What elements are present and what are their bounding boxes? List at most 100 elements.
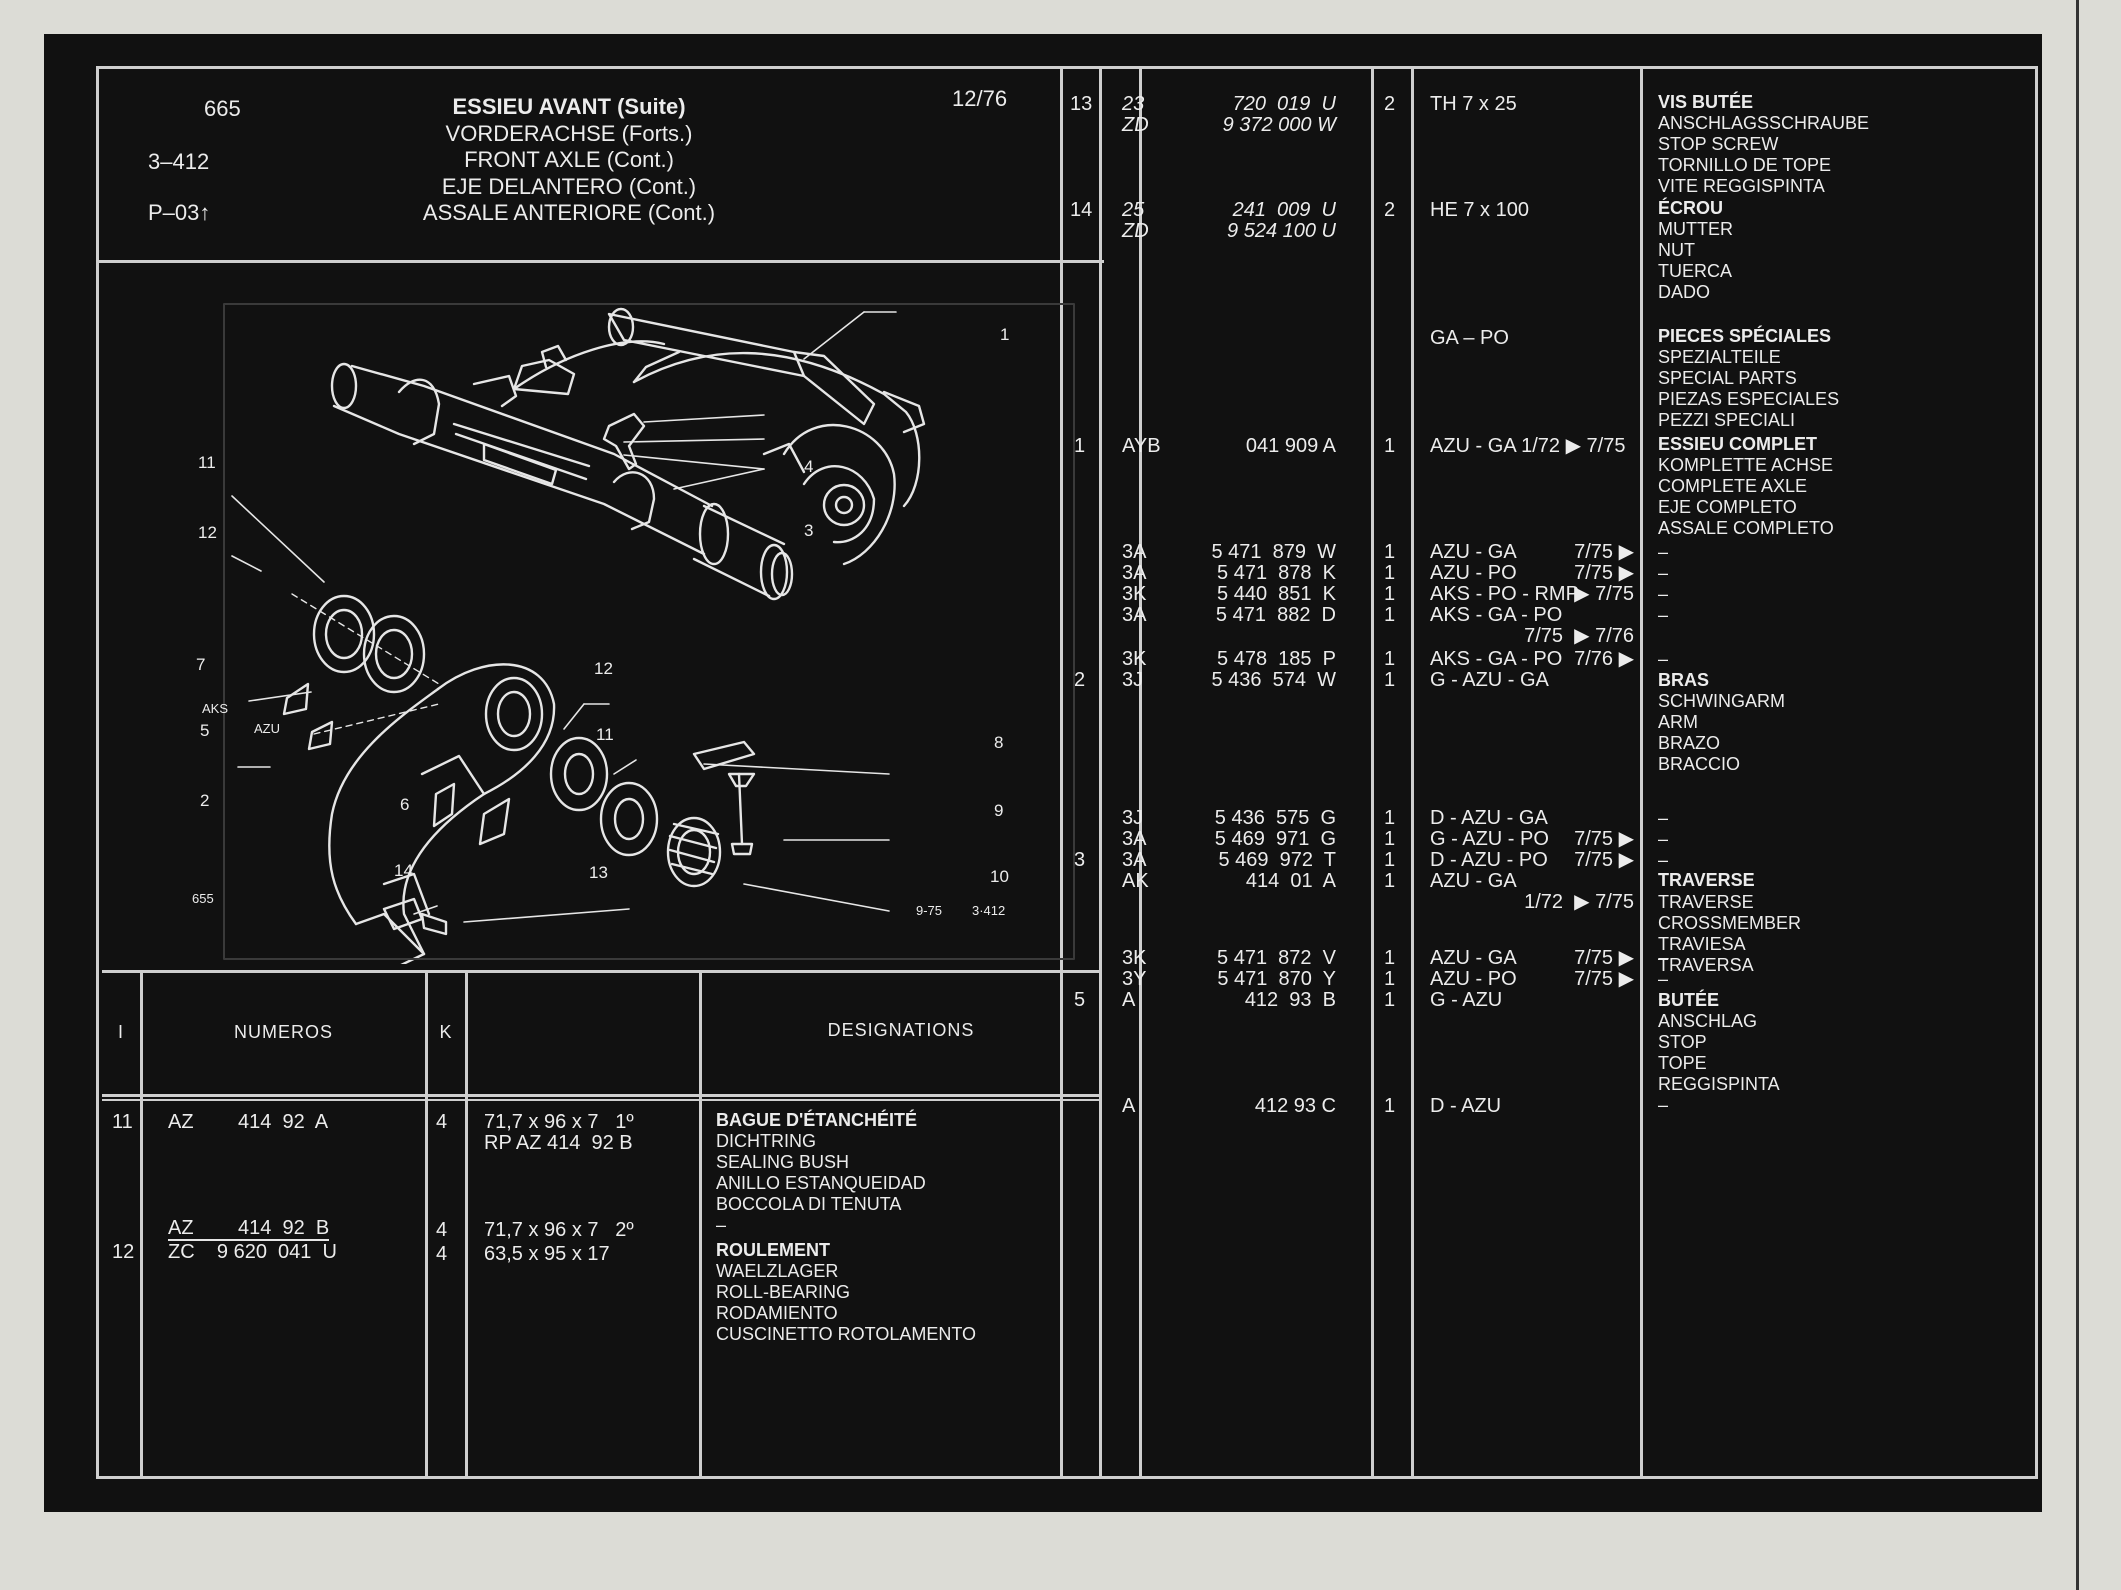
right-special-model: GA – PO [1430,327,1509,349]
right-row-13-code: 23 ZD [1122,93,1149,136]
right-row-14-index: 14 [1070,199,1093,221]
callout-5: 5 [200,721,210,740]
right-row-3-number: 5 436 575 G 5 469 971 G 5 469 972 T 414 … [1214,807,1336,892]
callout-9: 9 [994,801,1004,820]
callout-11-top: 12 [198,523,217,542]
callout-3: 3 [804,521,814,540]
col-header-numeros: NUMEROS [233,1022,333,1042]
right-row-2-index: 2 [1074,669,1086,691]
frame-right [2035,66,2038,1479]
title-fr: ESSIEU AVANT (Suite) [452,94,686,119]
left-row-11-numeros: AZ 414 92 A [168,1111,329,1133]
right-row-5-number: 5 471 872 V 5 471 870 Y 412 93 B [1217,947,1336,1011]
exploded-axle-diagram [223,303,1075,964]
right-variants-dates: 7/75 ▶ 7/75 ▶ ▶ 7/75 7/75 ▶ 7/76 [1524,541,1634,647]
callout-2: 2 [200,791,210,810]
swing-arm-drawing [328,663,556,964]
right-row-5-index: 5 [1074,989,1086,1011]
microfiche-card: 665 3–412 P–03↑ 12/76 ESSIEU AVANT (Suit… [44,34,2042,1512]
left-col-des [699,972,702,1478]
film-edge [2076,0,2079,1590]
callout-10: 10 [990,867,1009,886]
callout-8: 8 [994,733,1004,752]
right-row-2-dates: 7/76 ▶ [1574,648,1634,670]
sheet-label: P–03 [148,200,200,225]
callout-1: 1 [1000,325,1010,344]
frame-top [96,66,2038,69]
right-row-5-code: 3K 3Y A [1122,947,1147,1011]
right-row-1-k: 1 [1384,435,1396,457]
right-row-2-title: BRAS [1658,670,1710,690]
right-variants-number: 5 471 879 W 5 471 878 K 5 440 851 K 5 47… [1211,541,1336,626]
right-row-5-k: 1 1 1 [1384,947,1396,1011]
page-number: 665 [204,96,241,121]
frame-bottom [96,1476,2038,1479]
date-code: 12/76 [952,86,1008,111]
complete-axle-drawing [512,307,926,566]
right-row-3-code: 3J 3A 3A AK [1122,807,1149,892]
right-row-3-index: 3 [1074,849,1086,871]
right-row-1-title: ESSIEU COMPLET [1658,434,1818,454]
right-variants-model: AZU - GA AZU - PO AKS - PO - RMP AKS - G… [1430,541,1579,626]
title-de: VORDERACHSE (Forts.) [445,120,693,146]
right-row-14-model: HE 7 x 100 [1430,199,1529,221]
right-row-13-number: 720 019 U 9 372 000 W [1222,93,1336,136]
right-row-13-title: VIS BUTÉE [1658,92,1754,112]
callout-4: 4 [804,457,814,476]
left-row-11-k: 4 [436,1111,448,1133]
title-it: ASSALE ANTERIORE (Cont.) [422,200,716,225]
right-row-3-model: D - AZU - GA G - AZU - PO D - AZU - PO A… [1430,807,1549,892]
col-header-i: I [117,1022,124,1042]
axis-lines [291,593,440,735]
diagram-panel-border [223,303,1075,960]
right-col-des [1640,66,1643,1479]
right-row-5-translations: – – ANSCHLAG STOP TOPE REGGISPINTA – [1658,948,1780,1115]
right-row-2-translations: – SCHWINGARM ARM BRAZO BRACCIO [1658,649,1785,774]
plate-number: 3–412 [148,149,210,174]
right-col-k [1371,66,1374,1479]
left-col-k2 [465,972,468,1478]
right-row-5-dates: 7/75 ▶ 7/75 ▶ [1574,947,1634,990]
right-row-13-k: 2 [1384,93,1396,115]
callout-12-mid: 12 [594,659,613,678]
left-row-11-translations: DICHTRING SEALING BUSH ANILLO ESTANQUEID… [716,1131,926,1235]
right-row-13-model: TH 7 x 25 [1430,93,1517,115]
link-bolt-drawing [692,740,756,856]
sheet-number: P–03↑ [148,200,210,227]
wedge-7-drawing [282,682,334,751]
right-special-translations: SPEZIALTEILE SPECIAL PARTS PIEZAS ESPECI… [1658,347,1840,430]
right-row-3-translations: – – – TRAVERSE CROSSMEMBER TRAVIESA TRAV… [1658,808,1802,975]
left-row-11-index: 11 [112,1111,133,1133]
left-col-i [140,972,143,1478]
right-last-number: 412 93 C [1254,1095,1336,1117]
right-row-14-k: 2 [1384,199,1396,221]
left-row-12-numeros-a: AZ 414 92 B [168,1217,330,1241]
right-row-3-title: TRAVERSE [1658,870,1755,890]
left-row-12-title: ROULEMENT [716,1240,830,1260]
diagram-footer-ref: 3·412 [972,903,1006,918]
frame-left [96,66,99,1479]
right-col-k2 [1411,66,1414,1479]
left-row-12-k: 4 4 [436,1219,448,1265]
right-last-code: A [1122,1095,1136,1117]
label-azu: AZU [254,721,280,736]
right-row-14-translations: MUTTER NUT TUERCA DADO [1658,219,1733,302]
right-row-2-model: AKS - GA - PO G - AZU - GA [1430,648,1563,691]
left-col-k [425,972,428,1478]
right-row-2-number: 5 478 185 P 5 436 574 W [1211,648,1336,691]
right-row-13-translations: ANSCHLAGSSCHRAUBE STOP SCREW TORNILLO DE… [1658,113,1870,196]
right-last-k: 1 [1384,1095,1396,1117]
callout-11-mid: 11 [596,725,614,744]
left-row-12-numeros-b: ZC 9 620 041 U [168,1241,337,1263]
right-row-1-code: AYB [1122,435,1161,457]
header-divider [96,260,1104,263]
right-special-title: PIECES SPÉCIALES [1658,326,1832,346]
screw-13-14-drawing [382,897,448,936]
diagram-divider [102,970,1102,973]
left-row-12-index: 12 [112,1241,135,1263]
callout-12-top: 11 [198,453,216,472]
page-title: ESSIEU AVANT (Suite) VORDERACHSE (Forts.… [394,94,744,227]
right-row-1-model: AZU - GA 1/72 ▶ 7/75 [1430,435,1626,457]
right-row-14-code: 25 ZD [1122,199,1149,242]
callout-14: 14 [394,861,413,880]
